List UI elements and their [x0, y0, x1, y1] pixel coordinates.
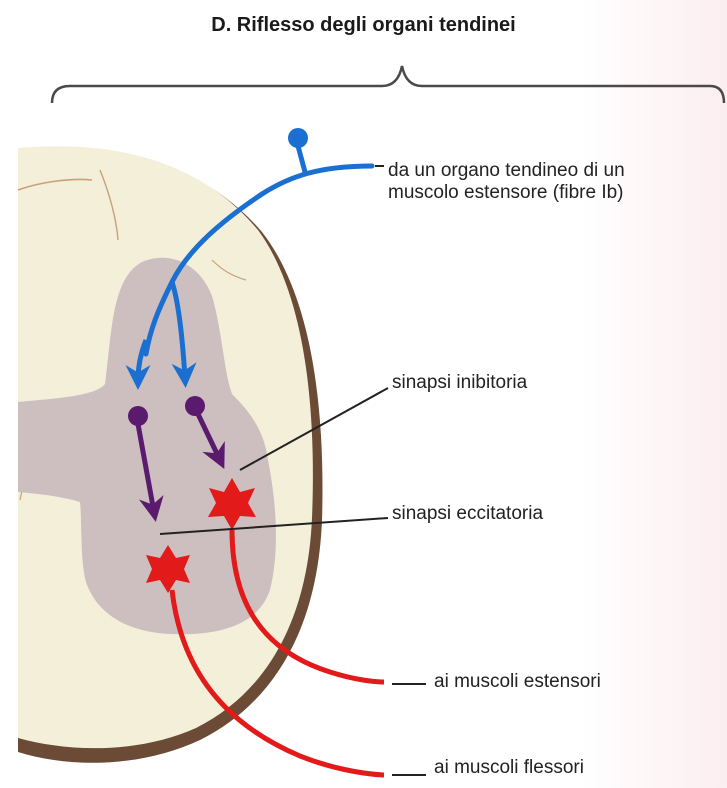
- extensors-label: ai muscoli estensori: [434, 671, 601, 693]
- interneuron-right: [185, 396, 205, 416]
- receptor-terminal: [288, 128, 308, 148]
- receptor-stalk: [298, 146, 305, 172]
- interneuron-left: [128, 406, 148, 426]
- flexors-label: ai muscoli flessori: [434, 757, 584, 779]
- inhibitory-synapse-label: sinapsi inibitoria: [392, 372, 527, 394]
- source-label-line1: da un organo tendineo di un: [388, 160, 625, 182]
- source-label: da un organo tendineo di un muscolo este…: [388, 160, 625, 204]
- source-label-line2: muscolo estensore (fibre Ib): [388, 182, 625, 204]
- brace: [52, 66, 724, 103]
- excitatory-synapse-label: sinapsi eccitatoria: [392, 503, 543, 525]
